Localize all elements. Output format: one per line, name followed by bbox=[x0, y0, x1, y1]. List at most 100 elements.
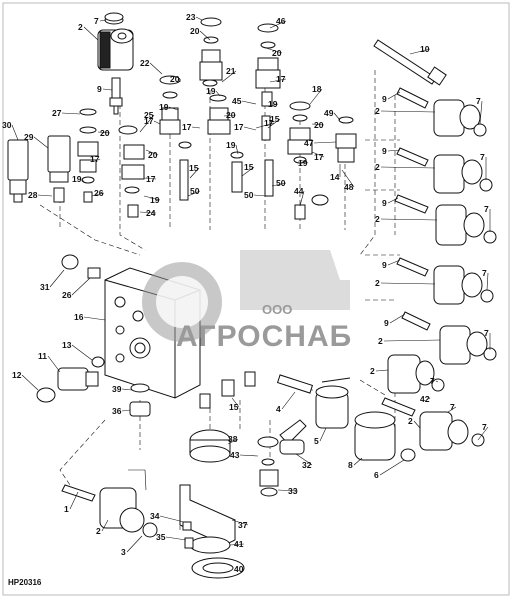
callout-label-2: 2 bbox=[375, 106, 380, 116]
callout-leader-9 bbox=[387, 197, 399, 204]
callout-leader-41 bbox=[229, 543, 245, 546]
bolt-10 bbox=[373, 39, 447, 86]
callout-leader-33 bbox=[277, 489, 299, 492]
callout-label-40: 40 bbox=[234, 564, 244, 574]
callout-leader-26 bbox=[91, 192, 105, 197]
callout-leader-19 bbox=[299, 159, 309, 164]
callout-label-50: 50 bbox=[190, 186, 200, 196]
callout-leader-24 bbox=[139, 211, 157, 214]
valve-stack-25 bbox=[118, 125, 145, 218]
callout-leader-15 bbox=[231, 397, 240, 408]
coil-5 bbox=[276, 374, 351, 429]
callout-label-7: 7 bbox=[482, 268, 487, 278]
callout-leader-10 bbox=[409, 48, 431, 55]
callout-label-16: 16 bbox=[74, 312, 84, 322]
callout-leader-2 bbox=[380, 166, 436, 169]
callout-leader-32 bbox=[295, 453, 313, 466]
callout-label-31: 31 bbox=[40, 282, 50, 292]
callout-leader-46 bbox=[269, 20, 287, 29]
callout-label-17: 17 bbox=[264, 118, 274, 128]
callout-label-2: 2 bbox=[370, 366, 375, 376]
callout-leader-2 bbox=[383, 339, 441, 342]
fitting-36 bbox=[129, 383, 151, 417]
callout-leader-7 bbox=[435, 380, 439, 383]
callout-leader-17 bbox=[153, 120, 161, 125]
callout-label-9: 9 bbox=[384, 318, 389, 328]
callout-label-2: 2 bbox=[408, 416, 413, 426]
callout-label-3: 3 bbox=[121, 547, 126, 557]
callout-leader-17 bbox=[97, 158, 101, 161]
cover-38 bbox=[189, 371, 256, 463]
callout-label-9: 9 bbox=[382, 94, 387, 104]
callout-label-38: 38 bbox=[228, 434, 238, 444]
callout-leader-7 bbox=[99, 19, 107, 22]
callout-leader-19 bbox=[235, 144, 239, 155]
callout-leader-12 bbox=[21, 374, 39, 391]
callout-leader-28 bbox=[37, 194, 53, 197]
callout-leader-17 bbox=[143, 177, 157, 180]
callout-leader-17 bbox=[243, 126, 257, 131]
callout-leader-15 bbox=[241, 166, 255, 177]
callout-label-20: 20 bbox=[226, 110, 236, 120]
callout-label-17: 17 bbox=[276, 74, 286, 84]
callout-label-46: 46 bbox=[276, 16, 286, 26]
callout-leader-2 bbox=[380, 110, 436, 113]
coil-8 bbox=[354, 411, 396, 461]
callout-label-2: 2 bbox=[375, 278, 380, 288]
callout-label-11: 11 bbox=[38, 351, 47, 361]
callout-leader-6 bbox=[379, 459, 405, 476]
callout-label-29: 29 bbox=[24, 132, 34, 142]
callout-label-7: 7 bbox=[430, 376, 435, 386]
callout-leader-29 bbox=[33, 136, 49, 149]
callout-label-42: 42 bbox=[420, 394, 430, 404]
callout-leader-20 bbox=[311, 123, 325, 126]
plug-32 bbox=[257, 419, 307, 455]
callout-leader-7 bbox=[447, 406, 457, 413]
callout-leader-9 bbox=[102, 88, 113, 91]
callout-label-35: 35 bbox=[156, 532, 166, 542]
callout-leader-18 bbox=[309, 88, 323, 105]
callout-label-4: 4 bbox=[276, 404, 281, 414]
callout-label-36: 36 bbox=[112, 406, 122, 416]
valve-stack-49 bbox=[294, 116, 357, 220]
callout-leader-50 bbox=[271, 182, 287, 187]
callout-label-43: 43 bbox=[230, 450, 240, 460]
cartridge-29 bbox=[47, 135, 71, 203]
diagram-frame bbox=[2, 2, 510, 596]
callout-label-15: 15 bbox=[189, 163, 199, 173]
callout-label-7: 7 bbox=[94, 16, 99, 26]
callout-leader-2 bbox=[380, 218, 438, 221]
callout-leader-9 bbox=[387, 91, 401, 100]
callout-leader-19 bbox=[269, 103, 279, 107]
callout-label-23: 23 bbox=[186, 12, 196, 22]
callout-label-17: 17 bbox=[234, 122, 244, 132]
callout-leader-16 bbox=[83, 316, 106, 321]
callout-label-17: 17 bbox=[90, 154, 100, 164]
callout-leader-19 bbox=[81, 178, 85, 183]
callout-leader-11 bbox=[47, 355, 61, 373]
callout-leader-7 bbox=[479, 100, 483, 125]
solenoid-coils-right bbox=[381, 87, 497, 462]
callout-label-1: 1 bbox=[64, 504, 69, 514]
callout-label-13: 13 bbox=[62, 340, 72, 350]
callout-label-2: 2 bbox=[375, 214, 380, 224]
callout-leader-2 bbox=[83, 26, 99, 41]
callout-label-15: 15 bbox=[229, 402, 239, 412]
callout-label-39: 39 bbox=[112, 384, 122, 394]
callout-label-19: 19 bbox=[206, 86, 216, 96]
callout-label-19: 19 bbox=[226, 140, 236, 150]
callout-label-20: 20 bbox=[100, 128, 110, 138]
callout-leader-22 bbox=[149, 62, 163, 75]
callout-label-9: 9 bbox=[382, 260, 387, 270]
cartridge-30 bbox=[7, 139, 29, 203]
valve-stack-27 bbox=[77, 108, 99, 203]
callout-leader-9 bbox=[389, 313, 406, 324]
callout-label-20: 20 bbox=[314, 120, 324, 130]
callout-leader-17 bbox=[191, 126, 201, 129]
callout-label-2: 2 bbox=[375, 162, 380, 172]
callout-label-48: 48 bbox=[344, 182, 354, 192]
callout-label-44: 44 bbox=[294, 186, 304, 196]
callout-leader-50 bbox=[187, 190, 201, 197]
callout-label-7: 7 bbox=[476, 96, 481, 106]
